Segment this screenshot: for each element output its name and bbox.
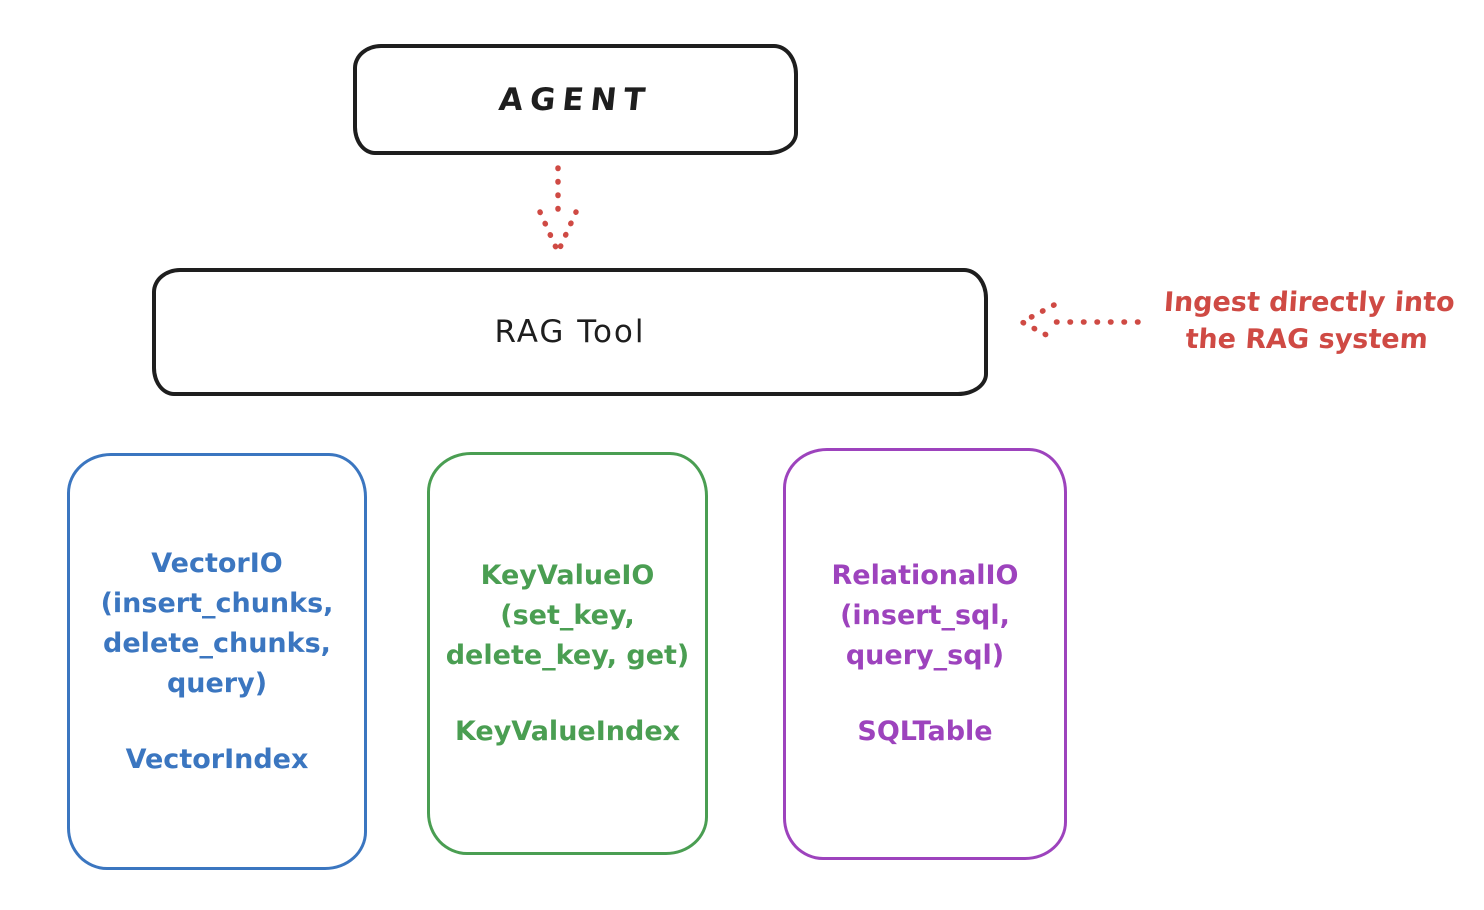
ingest-annotation-arrow — [1019, 302, 1141, 342]
vector-io-node: VectorIO (insert_chunks, delete_chunks, … — [67, 453, 367, 870]
rag-tool-label: RAG Tool — [494, 314, 646, 350]
agent-node: AGENT — [353, 44, 798, 155]
relational-io-index-label: SQLTable — [857, 716, 993, 747]
key-value-io-index-label: KeyValueIndex — [454, 715, 681, 747]
ingest-annotation-text: Ingest directly into the RAG system — [1162, 287, 1456, 355]
agent-label: AGENT — [497, 81, 654, 118]
rag-tool-node: RAG Tool — [152, 268, 988, 396]
vector-io-index-label: VectorIndex — [125, 743, 309, 775]
relational-io-node: RelationalIO (insert_sql, query_sql) SQL… — [783, 448, 1067, 860]
agent-to-ragtool-arrow — [537, 165, 579, 255]
key-value-io-methods: KeyValueIO (set_key, delete_key, get) — [445, 559, 690, 671]
vector-io-methods: VectorIO (insert_chunks, delete_chunks, … — [100, 547, 334, 699]
relational-io-methods: RelationalIO (insert_sql, query_sql) — [831, 560, 1019, 671]
key-value-io-node: KeyValueIO (set_key, delete_key, get) Ke… — [427, 452, 708, 855]
